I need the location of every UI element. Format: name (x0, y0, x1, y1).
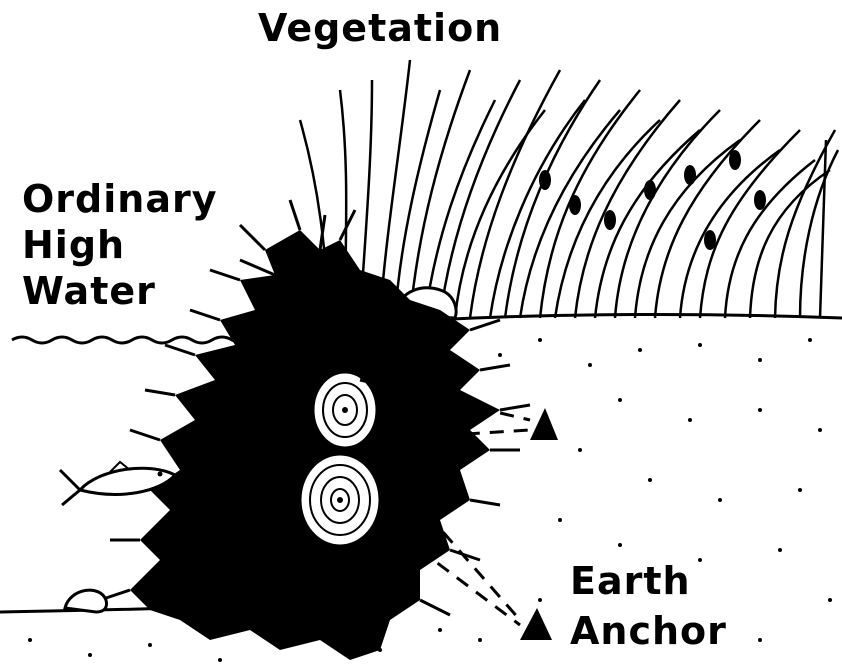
earth-anchor-lower (520, 608, 552, 640)
label-vegetation: Vegetation (258, 6, 502, 50)
label-earth-anchor: Earth Anchor (570, 556, 727, 656)
riverbed-rock (65, 590, 107, 612)
fish (60, 462, 175, 505)
label-ohw-line-2: High (22, 222, 217, 268)
label-earth-anchor-line-2: Anchor (570, 606, 727, 656)
log-end-lower (300, 454, 380, 546)
label-ohw-line-1: Ordinary (22, 176, 217, 222)
earth-anchor-upper (530, 408, 558, 440)
label-ordinary-high-water: Ordinary High Water (22, 176, 217, 314)
label-ohw-line-3: Water (22, 268, 217, 314)
log-end-upper (313, 372, 377, 448)
vegetation-leaves (539, 150, 766, 250)
label-earth-anchor-line-1: Earth (570, 556, 727, 606)
